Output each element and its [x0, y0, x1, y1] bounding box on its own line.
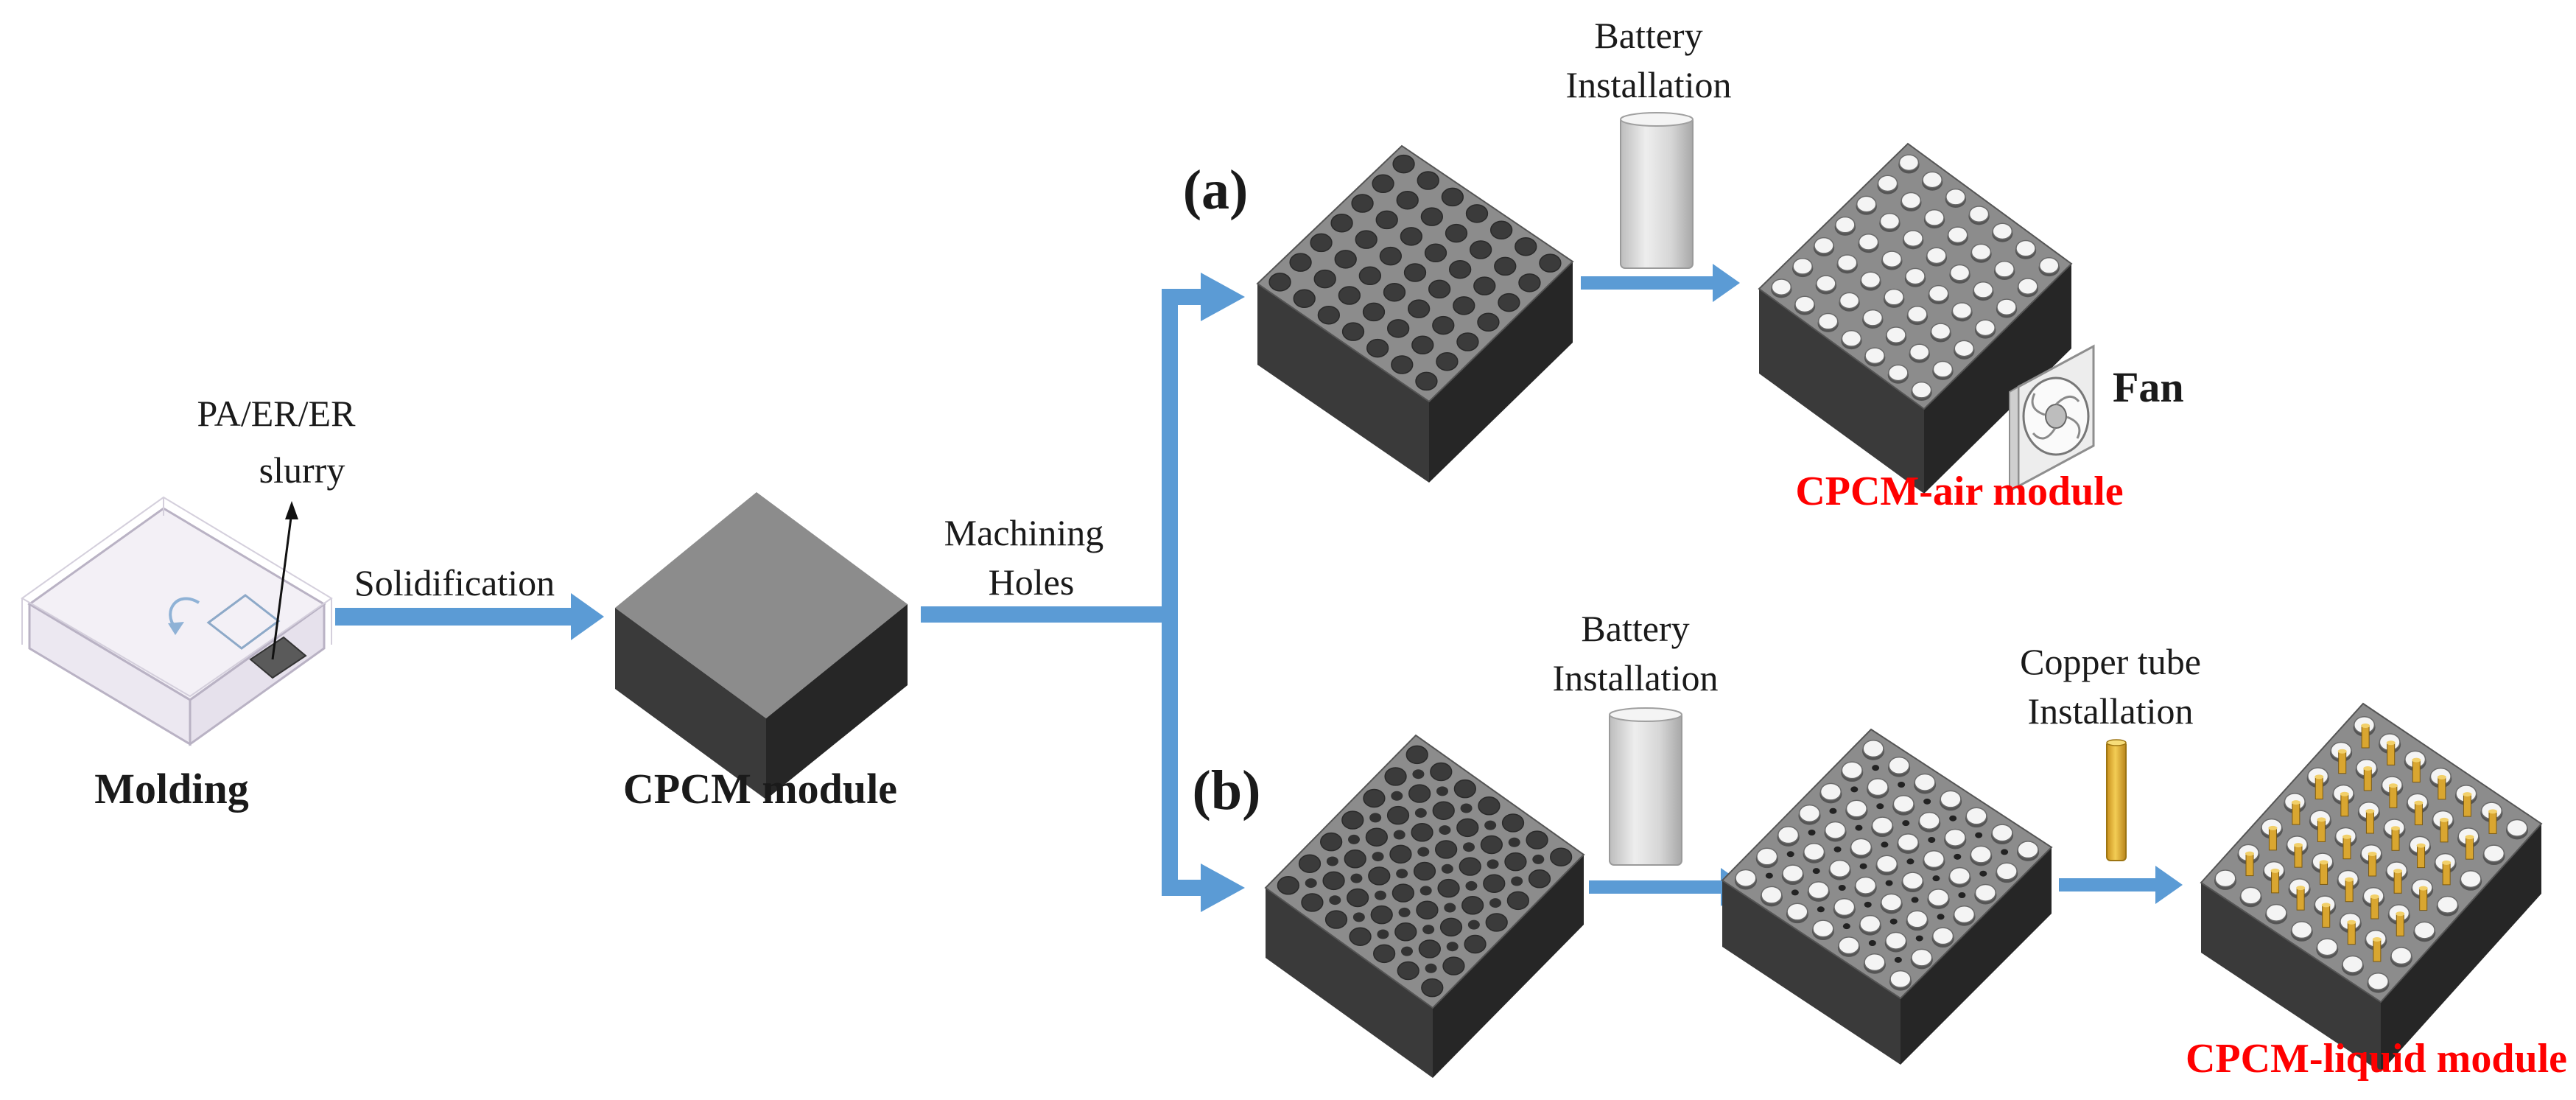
- slurry-label-line1: PA/ER/ER: [197, 393, 357, 434]
- cpcm-liquid-module-block: [2200, 702, 2543, 1072]
- battery-install-b-line2: Installation: [1553, 657, 1719, 698]
- slurry-pointer-head: [285, 501, 298, 519]
- battery-arrow-a: [1581, 264, 1740, 302]
- solidification-arrow: [335, 593, 604, 640]
- battery-install-a-line2: Installation: [1566, 64, 1732, 105]
- molding-label: Molding: [94, 765, 249, 813]
- cpcm-solid-block: [615, 492, 908, 799]
- solidification-label: Solidification: [354, 562, 555, 603]
- battery-installed-block-b: [1721, 728, 2053, 1065]
- copper-install-line2: Installation: [2028, 690, 2194, 732]
- fan-label: Fan: [2113, 363, 2184, 411]
- holed-block-a: [1256, 144, 1574, 483]
- fan-icon: [2009, 344, 2095, 493]
- battery-cell-icon: [1609, 707, 1682, 866]
- machining-label-line1: Machining: [944, 512, 1104, 553]
- panel-label-b: (b): [1193, 760, 1261, 822]
- cpcm-air-module-block: [1758, 142, 2073, 494]
- battery-install-b-line1: Battery: [1581, 608, 1689, 649]
- battery-cell-icon: [1620, 112, 1694, 269]
- cpcm-air-module-label: CPCM-air module: [1795, 469, 2123, 514]
- holed-block-b: [1264, 734, 1585, 1078]
- slurry-pointer: [271, 511, 293, 660]
- machining-branch-arrows: [921, 273, 1245, 912]
- battery-install-a-line1: Battery: [1594, 15, 1702, 56]
- copper-arrow-b: [2059, 866, 2183, 904]
- machining-label-line2: Holes: [989, 561, 1075, 603]
- copper-tube-icon: [2106, 739, 2127, 861]
- cpcm-liquid-module-label: CPCM-liquid module: [2186, 1036, 2567, 1082]
- panel-label-a: (a): [1183, 159, 1249, 221]
- slurry-label-line2: slurry: [259, 449, 345, 491]
- copper-install-line1: Copper tube: [2020, 641, 2201, 682]
- molding-box-icon: [21, 496, 333, 746]
- cpcm-module-label: CPCM module: [623, 765, 897, 813]
